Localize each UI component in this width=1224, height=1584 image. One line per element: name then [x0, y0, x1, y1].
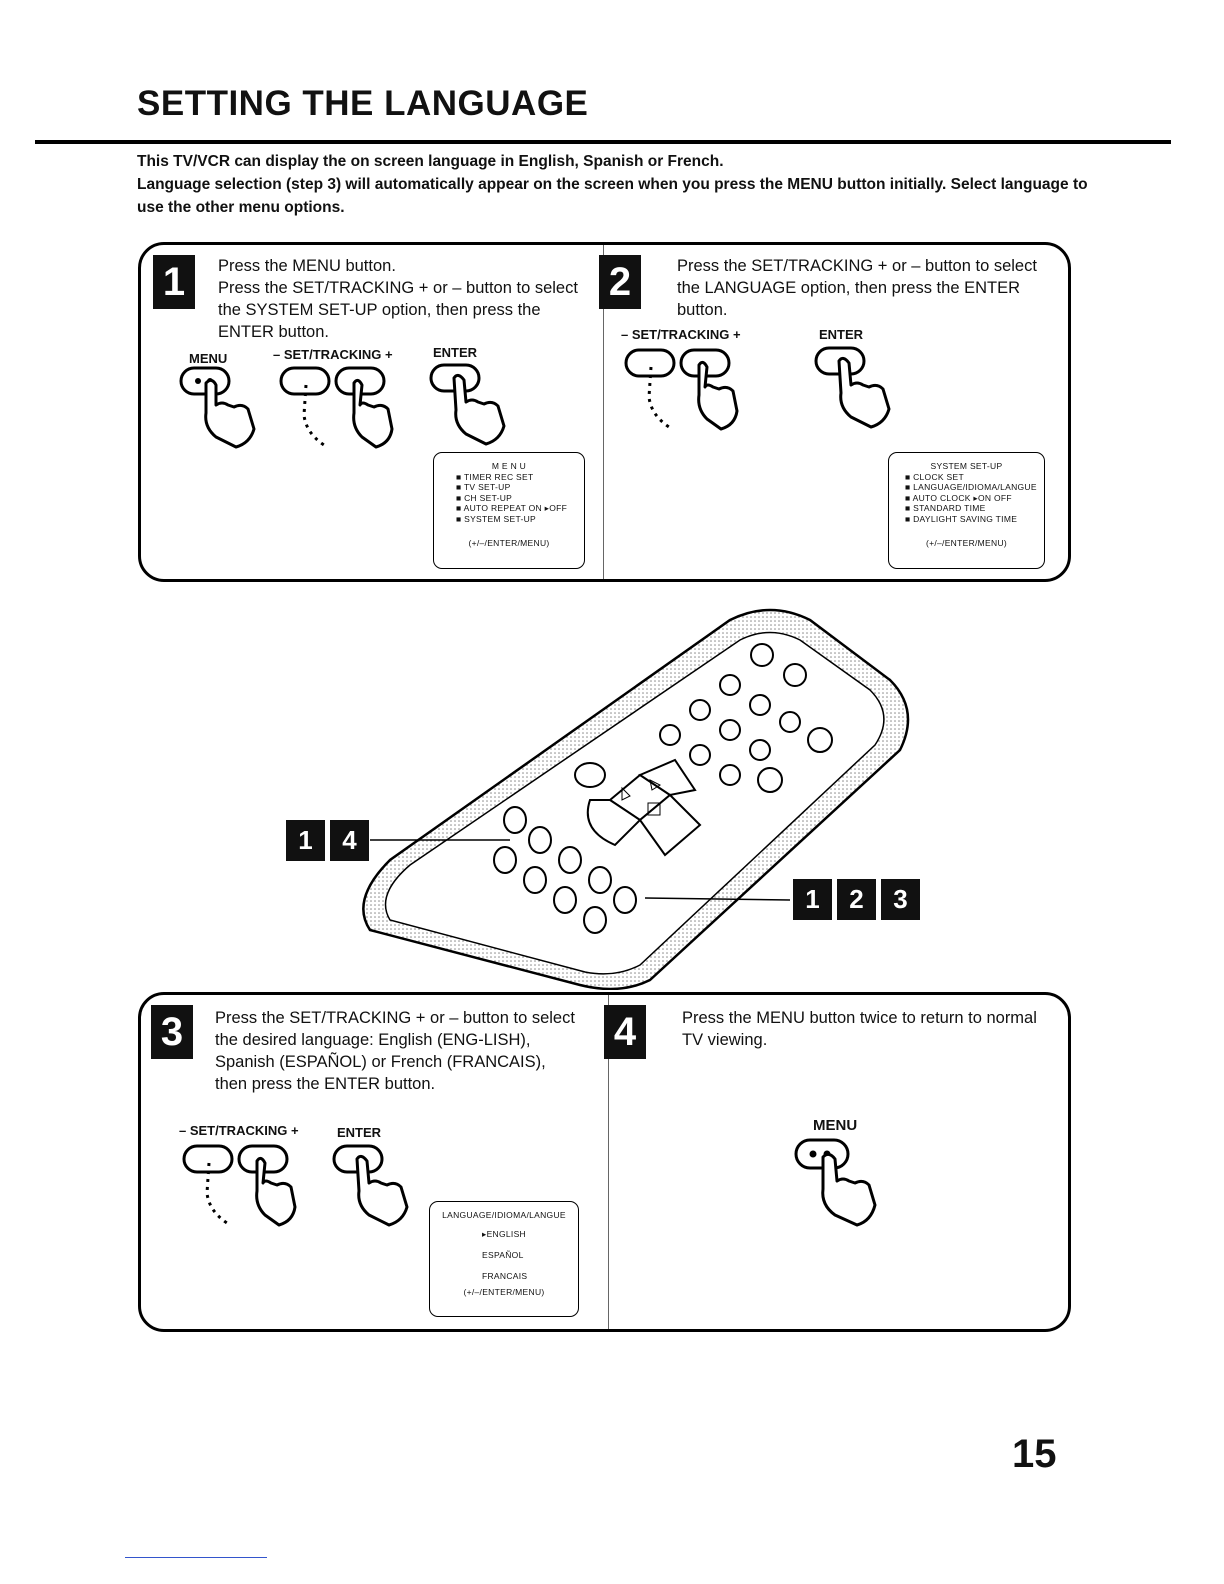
step-1-badge: 1 [153, 255, 195, 309]
enter-press-hand-icon [814, 346, 891, 429]
osd-title: SYSTEM SET-UP [930, 461, 1003, 471]
step-3-line-1: Press the SET/TRACKING + or – button to … [215, 1009, 575, 1093]
osd-item: ■ CLOCK SET [905, 471, 964, 482]
menu-press-hand-icon [179, 366, 256, 449]
enter-button-label: ENTER [337, 1125, 382, 1140]
enter-button-label: ENTER [819, 327, 864, 342]
menu-press-hand-icon [794, 1138, 877, 1227]
callout-step-badge: 2 [837, 879, 876, 920]
step-2-badge: 2 [599, 255, 641, 309]
osd-footer: (+/–/ENTER/MENU) [468, 538, 550, 548]
osd-item: ■ AUTO REPEAT ON ▸OFF [456, 503, 568, 513]
osd-title: LANGUAGE/IDIOMA/LANGUE [442, 1210, 566, 1220]
osd-footer: (+/–/ENTER/MENU) [463, 1286, 545, 1297]
osd-item: ■ CH SET-UP [456, 492, 513, 503]
osd-item: FRANCAIS [482, 1270, 528, 1281]
osd-item: ESPAÑOL [482, 1249, 524, 1260]
step-3-badge: 3 [151, 1005, 193, 1059]
menu-button-label: MENU [813, 1117, 858, 1134]
step-1-menu-screen: M E N U ■ TIMER REC SET ■ TV SET-UP ■ CH… [433, 452, 585, 569]
intro-line-2: Language selection (step 3) will automat… [137, 176, 1088, 216]
osd-items: ▸ENGLISH ESPAÑOL FRANCAIS [430, 1224, 578, 1287]
steps-3-4-panel: 3 Press the SET/TRACKING + or – button t… [138, 992, 1071, 1332]
step-3-text: Press the SET/TRACKING + or – button to … [215, 1007, 580, 1095]
remote-control-illustration [330, 600, 920, 991]
page-number: 15 [1012, 1432, 1057, 1476]
callout-step-badge: 1 [793, 879, 832, 920]
enter-press-hand-icon [429, 363, 506, 446]
osd-item: ■ STANDARD TIME [905, 503, 986, 513]
osd-item: ■ AUTO CLOCK ▸ON OFF [905, 492, 1012, 503]
step-1-text: Press the MENU button. Press the SET/TRA… [218, 255, 598, 343]
step-2-text: Press the SET/TRACKING + or – button to … [677, 255, 1057, 321]
intro-text: This TV/VCR can display the on screen la… [137, 150, 1097, 219]
step-3-language-screen: LANGUAGE/IDIOMA/LANGUE ▸ENGLISH ESPAÑOL … [429, 1201, 579, 1317]
step-2-system-setup-screen: SYSTEM SET-UP ■ CLOCK SET ■ LANGUAGE/IDI… [888, 452, 1045, 569]
osd-item: ■ DAYLIGHT SAVING TIME [905, 513, 1018, 524]
set-tracking-button-label: – SET/TRACKING + [621, 327, 741, 342]
set-tracking-button-label: – SET/TRACKING + [179, 1123, 299, 1138]
intro-line-1: This TV/VCR can display the on screen la… [137, 153, 724, 170]
set-tracking-press-hand-icon [182, 1144, 297, 1227]
enter-press-hand-icon [332, 1144, 409, 1227]
remote-control-icon [362, 608, 910, 991]
page-title: SETTING THE LANGUAGE [137, 84, 589, 123]
set-tracking-press-hand-icon [279, 366, 394, 449]
osd-item: ■ SYSTEM SET-UP [456, 513, 537, 524]
callout-step-badge: 4 [330, 820, 369, 861]
callout-steps-1-2-3: 1 2 3 [793, 879, 920, 920]
set-tracking-press-hand-icon [624, 348, 739, 431]
osd-items: ■ TIMER REC SET ■ TV SET-UP ■ CH SET-UP … [434, 472, 584, 525]
steps-1-2-panel: 1 Press the MENU button. Press the SET/T… [138, 242, 1071, 582]
step-4-badge: 4 [604, 1005, 646, 1059]
step-1-line-2: Press the SET/TRACKING + or – button to … [218, 279, 578, 341]
menu-button-label: MENU [189, 351, 228, 366]
osd-title: M E N U [491, 461, 527, 471]
callout-steps-1-4: 1 4 [286, 820, 369, 861]
step-4-line-1: Press the MENU button twice to return to… [682, 1009, 1037, 1049]
footer-rule [125, 1557, 267, 1558]
callout-step-badge: 3 [881, 879, 920, 920]
step-2-line-1: Press the SET/TRACKING + or – button to … [677, 257, 1037, 319]
osd-footer: (+/–/ENTER/MENU) [925, 538, 1008, 548]
callout-step-badge: 1 [286, 820, 325, 861]
osd-item: ■ TIMER REC SET [456, 471, 534, 482]
osd-item: ▸ENGLISH [482, 1228, 526, 1239]
osd-item: ■ TV SET-UP [456, 482, 511, 492]
set-tracking-button-label: – SET/TRACKING + [273, 347, 393, 362]
title-rule [35, 140, 1171, 144]
osd-item: ■ LANGUAGE/IDIOMA/LANGUE [905, 482, 1037, 492]
enter-button-label: ENTER [433, 345, 478, 360]
step-4-text: Press the MENU button twice to return to… [682, 1007, 1052, 1051]
osd-items: ■ CLOCK SET ■ LANGUAGE/IDIOMA/LANGUE ■ A… [889, 472, 1044, 525]
step-1-line-1: Press the MENU button. [218, 257, 396, 275]
panel-divider [608, 995, 609, 1329]
panel-divider [603, 245, 604, 579]
